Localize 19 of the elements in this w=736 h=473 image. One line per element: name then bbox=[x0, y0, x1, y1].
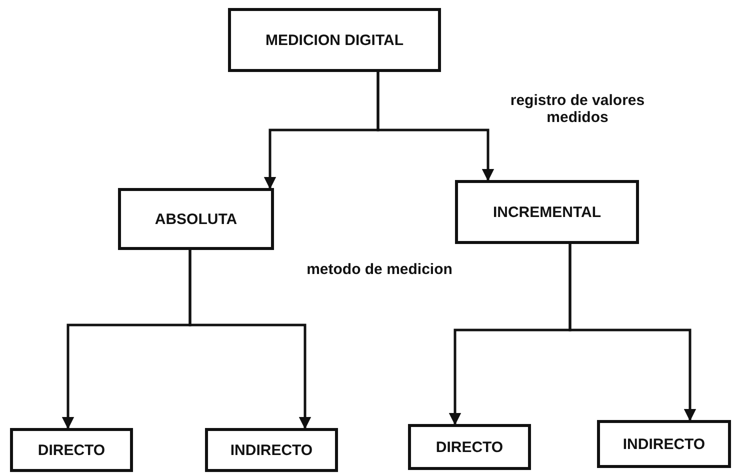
arrow bbox=[188, 250, 312, 430]
node-label: DIRECTO bbox=[436, 438, 504, 456]
node-label: DIRECTO bbox=[38, 442, 106, 458]
annotation-text: registro de valores medidos bbox=[509, 92, 646, 126]
box bbox=[408, 424, 531, 470]
arrow bbox=[376, 72, 494, 182]
node-label: MEDICION DIGITAL bbox=[265, 32, 404, 48]
box bbox=[205, 428, 338, 472]
box bbox=[118, 188, 274, 250]
node-label: INCREMENTAL bbox=[492, 204, 602, 220]
box bbox=[455, 180, 639, 244]
arrow bbox=[568, 244, 696, 422]
node-label: INDIRECTO bbox=[622, 436, 706, 452]
node-label: ABSOLUTA bbox=[154, 210, 238, 228]
box bbox=[10, 428, 133, 472]
node-label: INDIRECTO bbox=[230, 442, 313, 458]
annotation-text: metodo de medicion bbox=[306, 261, 454, 278]
box bbox=[228, 8, 441, 72]
box bbox=[597, 420, 731, 468]
